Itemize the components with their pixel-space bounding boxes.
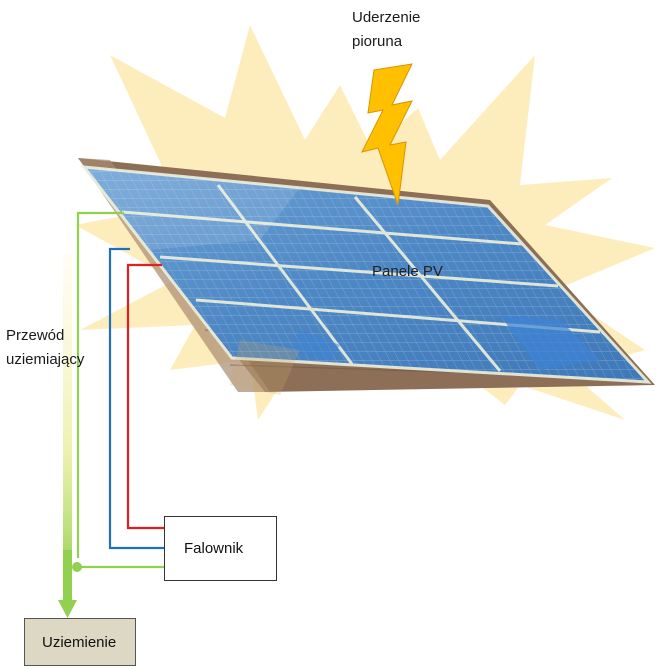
positive-wire [126, 263, 164, 530]
pv-panels-label: Panele PV [372, 263, 443, 280]
lightning-rod-conductor [63, 255, 72, 585]
pv-panel-array [80, 165, 652, 395]
lightning-label-line2: pioruna [352, 33, 403, 50]
inverter-box: Falownik [164, 516, 277, 581]
lightning-strike-label: Uderzenie pioruna [352, 6, 420, 54]
lightning-label-line1: Uderzenie [352, 9, 421, 26]
wire-label-line1: Przewód [6, 327, 65, 344]
grounding-box: Uziemienie [24, 618, 136, 666]
junction-dot [72, 562, 82, 572]
grounding-wire [76, 211, 164, 569]
inverter-label: Falownik [184, 540, 244, 557]
wire-label-line2: uziemiający [6, 351, 85, 368]
ground-conductor [63, 550, 72, 602]
grounding-label: Uziemienie [42, 633, 117, 651]
negative-wire [108, 247, 164, 550]
ground-arrow-icon [58, 600, 77, 618]
grounding-wire-label: Przewód uziemiający [6, 324, 84, 372]
inverter-wiring [108, 247, 164, 550]
lightning-bolt-icon [361, 63, 413, 206]
